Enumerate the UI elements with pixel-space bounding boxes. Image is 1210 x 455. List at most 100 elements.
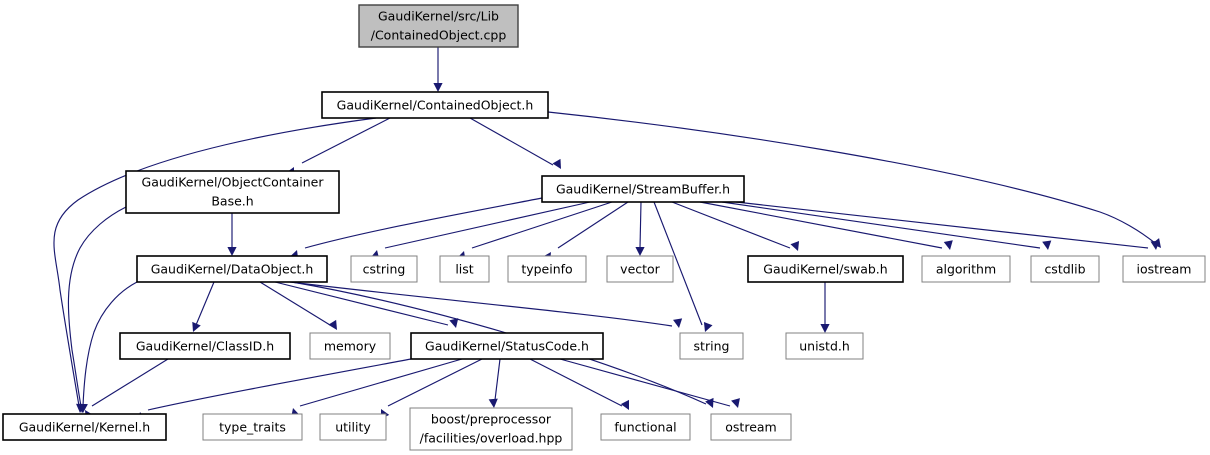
graph-edge-dataobject-to-kernel: [82, 281, 138, 407]
node-label-utility: utility: [335, 420, 371, 435]
node-box-functional[interactable]: [600, 413, 691, 441]
arrowhead-dataobject-to-kernel: [78, 403, 88, 413]
graph-node-swab[interactable]: GaudiKernel/swab.h: [747, 255, 904, 283]
graph-node-classid[interactable]: GaudiKernel/ClassID.h: [119, 332, 291, 360]
graph-edges: [53, 47, 1161, 422]
node-box-string[interactable]: [679, 332, 744, 360]
node-label-root-line2: /ContainedObject.cpp: [371, 28, 507, 43]
graph-edge-statuscode-to-kernel: [147, 358, 412, 411]
graph-edge-streambuf-to-typeinfo: [557, 201, 629, 249]
node-box-streambuf[interactable]: [541, 175, 745, 203]
node-label-objcont-line1: GaudiKernel/ObjectContainer: [142, 175, 325, 190]
node-label-unistd: unistd.h: [799, 339, 850, 354]
graph-node-boostpp[interactable]: boost/preprocessor/facilities/overload.h…: [409, 407, 573, 451]
node-box-root[interactable]: [358, 4, 519, 48]
graph-node-streambuf[interactable]: GaudiKernel/StreamBuffer.h: [541, 175, 745, 203]
graph-edge-streambuf-to-iostream: [735, 201, 1149, 249]
arrowhead-streambuf-to-algorithm: [943, 240, 953, 250]
graph-edge-streambuf-to-cstdlib: [721, 201, 1041, 249]
graph-edge-contained-to-iostream: [547, 111, 1156, 244]
node-label-boostpp-line2: /facilities/overload.hpp: [420, 431, 563, 446]
graph-node-typeinfo[interactable]: typeinfo: [507, 255, 587, 283]
node-box-ostream[interactable]: [710, 413, 792, 441]
arrowhead-swab-to-unistd: [820, 324, 830, 333]
node-box-vector[interactable]: [606, 255, 674, 283]
node-label-memory: memory: [324, 339, 377, 354]
arrowhead-streambuf-to-swab: [790, 240, 800, 251]
graph-node-kernel[interactable]: GaudiKernel/Kernel.h: [2, 413, 167, 441]
node-box-utility[interactable]: [319, 413, 387, 441]
graph-edge-dataobject-to-classid: [195, 281, 215, 326]
node-label-swab: GaudiKernel/swab.h: [763, 262, 887, 277]
node-label-statuscode: GaudiKernel/StatusCode.h: [425, 339, 589, 354]
graph-node-list[interactable]: list: [439, 255, 490, 283]
node-box-classid[interactable]: [119, 332, 291, 360]
node-label-contained: GaudiKernel/ContainedObject.h: [337, 98, 534, 113]
graph-node-string[interactable]: string: [679, 332, 744, 360]
node-box-boostpp[interactable]: [409, 407, 573, 451]
node-box-memory[interactable]: [309, 332, 391, 360]
node-box-algorithm[interactable]: [921, 255, 1011, 283]
node-box-iostream[interactable]: [1122, 255, 1206, 283]
arrowhead-dataobject-to-classid: [192, 321, 201, 332]
arrowhead-streambuf-to-cstdlib: [1042, 240, 1052, 250]
graph-nodes: GaudiKernel/src/Lib/ContainedObject.cppG…: [2, 4, 1206, 451]
node-box-kernel[interactable]: [2, 413, 167, 441]
graph-node-algorithm[interactable]: algorithm: [921, 255, 1011, 283]
node-label-classid: GaudiKernel/ClassID.h: [136, 339, 274, 354]
graph-node-utility[interactable]: utility: [319, 413, 387, 441]
graph-edge-dataobject-to-string: [289, 281, 673, 327]
node-label-objcont-line2: Base.h: [211, 194, 253, 209]
graph-edge-statuscode-to-boostpp: [494, 358, 501, 401]
graph-edge-statuscode-to-utility: [387, 358, 483, 407]
arrowhead-dataobject-to-string: [673, 318, 683, 328]
arrowhead-dataobject-to-memory: [328, 319, 337, 330]
node-label-typetraits: type_traits: [219, 420, 286, 435]
graph-edge-dataobject-to-statuscode: [274, 281, 449, 326]
node-box-cstring[interactable]: [350, 255, 418, 283]
node-label-iostream: iostream: [1137, 262, 1192, 277]
node-label-functional: functional: [614, 420, 676, 435]
arrowhead-streambuf-to-iostream: [1150, 240, 1160, 250]
node-box-unistd[interactable]: [785, 332, 864, 360]
node-box-cstdlib[interactable]: [1030, 255, 1100, 283]
graph-edge-statuscode-to-ostream: [559, 358, 731, 407]
node-box-typeinfo[interactable]: [507, 255, 587, 283]
node-box-dataobject[interactable]: [136, 255, 328, 283]
graph-node-contained[interactable]: GaudiKernel/ContainedObject.h: [321, 91, 549, 119]
graph-edge-statuscode-to-typetraits: [299, 358, 463, 407]
graph-node-memory[interactable]: memory: [309, 332, 391, 360]
graph-edge-streambuf-to-vector: [639, 201, 642, 249]
graph-node-cstdlib[interactable]: cstdlib: [1030, 255, 1100, 283]
graph-node-statuscode[interactable]: GaudiKernel/StatusCode.h: [410, 332, 604, 360]
graph-edge-statuscode-to-functional: [529, 358, 623, 407]
node-box-objcont[interactable]: [125, 170, 340, 214]
graph-node-vector[interactable]: vector: [606, 255, 674, 283]
arrowhead-streambuf-to-vector: [635, 247, 645, 256]
graph-node-dataobject[interactable]: GaudiKernel/DataObject.h: [136, 255, 328, 283]
graph-node-typetraits[interactable]: type_traits: [202, 413, 303, 441]
graph-node-iostream[interactable]: iostream: [1122, 255, 1206, 283]
graph-edge-streambuf-to-swab: [671, 201, 791, 249]
node-box-contained[interactable]: [321, 91, 549, 119]
node-box-statuscode[interactable]: [410, 332, 604, 360]
graph-node-root[interactable]: GaudiKernel/src/Lib/ContainedObject.cpp: [358, 4, 519, 48]
arrowhead-objcont-to-dataobject: [227, 247, 237, 256]
node-box-list[interactable]: [439, 255, 490, 283]
node-label-root-line1: GaudiKernel/src/Lib: [378, 9, 499, 24]
graph-edge-contained-to-streambuf: [469, 117, 554, 166]
arrowhead-root-to-contained: [433, 83, 443, 92]
node-box-swab[interactable]: [747, 255, 904, 283]
node-box-typetraits[interactable]: [202, 413, 303, 441]
graph-node-functional[interactable]: functional: [600, 413, 691, 441]
node-label-streambuf: GaudiKernel/StreamBuffer.h: [556, 182, 730, 197]
graph-node-unistd[interactable]: unistd.h: [785, 332, 864, 360]
arrowhead-dataobject-to-statuscode: [449, 318, 459, 328]
arrowhead-statuscode-to-ostream: [731, 398, 740, 408]
graph-node-ostream[interactable]: ostream: [710, 413, 792, 441]
graph-node-cstring[interactable]: cstring: [350, 255, 418, 283]
arrowhead-streambuf-to-string: [703, 321, 713, 332]
node-label-boostpp-line1: boost/preprocessor: [431, 412, 552, 427]
